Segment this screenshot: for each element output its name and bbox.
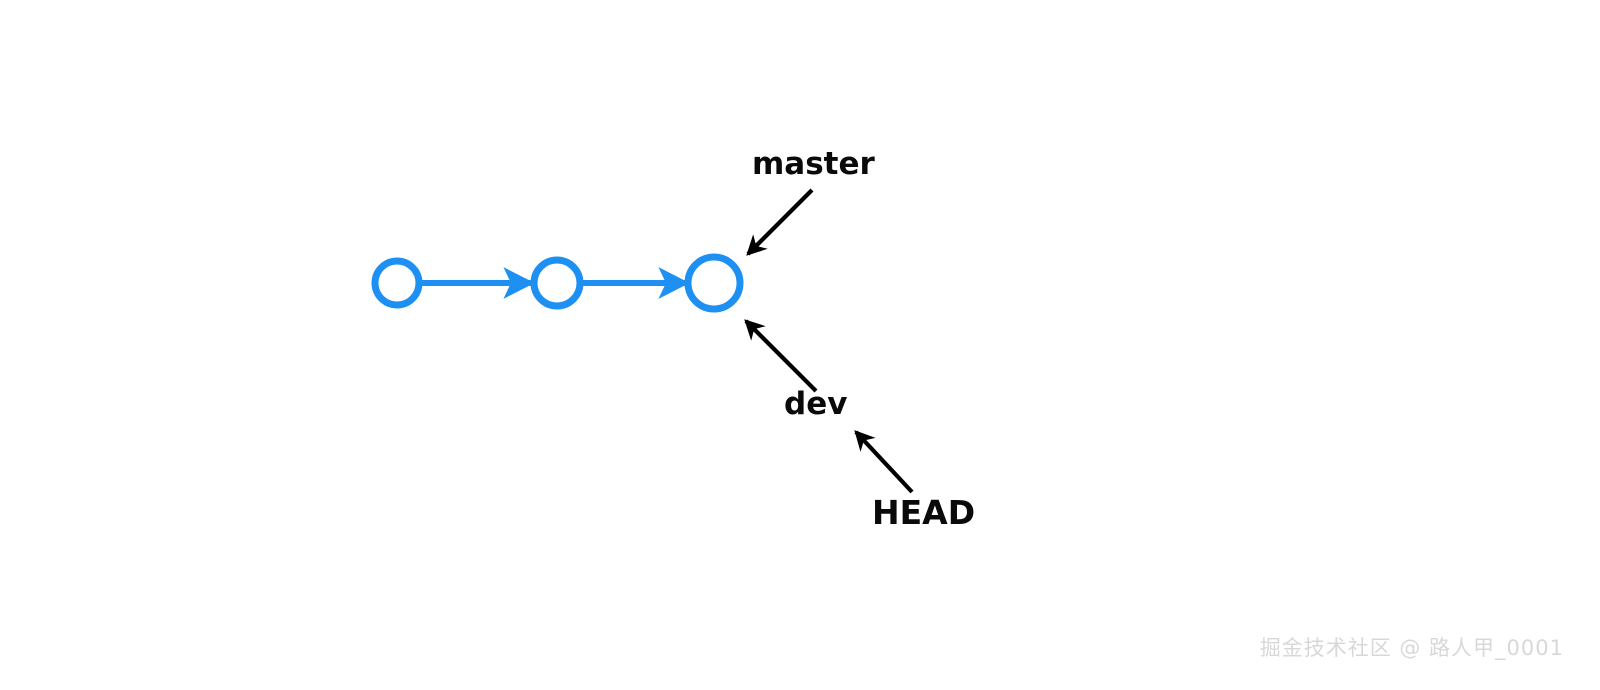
ref-label-dev[interactable]: dev: [784, 386, 847, 422]
watermark-text: 掘金技术社区 @ 路人甲_0001: [1259, 636, 1564, 660]
commit-node-c1[interactable]: [371, 257, 423, 309]
commit-nodes: [371, 253, 744, 313]
ref-arrows: [744, 188, 914, 494]
commit-node-c3[interactable]: [684, 253, 744, 313]
master-pointer-arrow: [746, 188, 814, 256]
ref-labels: master dev HEAD: [752, 146, 975, 532]
commit-node-c2[interactable]: [530, 256, 584, 310]
ref-label-head[interactable]: HEAD: [872, 493, 975, 532]
dev-pointer-arrow: [744, 319, 818, 393]
head-pointer-arrow: [854, 430, 914, 494]
ref-label-master[interactable]: master: [752, 146, 876, 182]
